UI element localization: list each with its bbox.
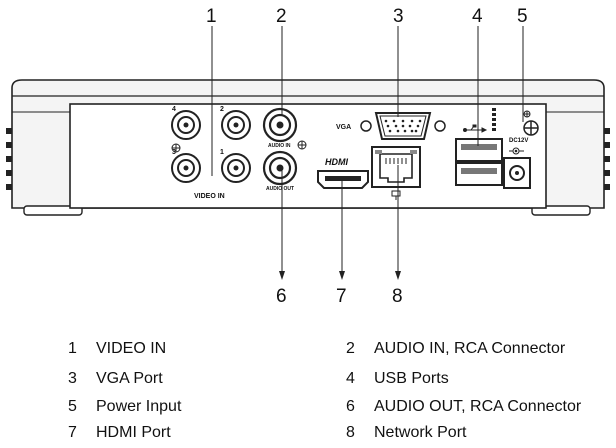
legend-number: 4 xyxy=(346,370,355,387)
network-symbol-icon xyxy=(391,190,401,200)
audio-in-connector: AUDIO IN xyxy=(262,107,298,149)
hdmi-port: HDMI xyxy=(317,157,369,189)
bnc-connector xyxy=(171,110,201,140)
legend-label: AUDIO OUT, RCA Connector xyxy=(374,398,582,415)
legend-number: 5 xyxy=(68,398,77,415)
audio-out-label: AUDIO OUT xyxy=(266,186,294,192)
legend-label: AUDIO IN, RCA Connector xyxy=(374,340,566,357)
legend-item: 1 VIDEO IN xyxy=(68,340,166,358)
video-in-label: VIDEO IN xyxy=(194,193,225,200)
ground-screw-icon xyxy=(297,140,307,150)
legend-item: 6 AUDIO OUT, RCA Connector xyxy=(346,398,581,416)
usb-icon xyxy=(463,124,488,133)
video-in-group: 4 2 3 1 VIDEO IN xyxy=(171,106,251,200)
right-vents xyxy=(604,128,610,190)
audio-in-label: AUDIO IN xyxy=(268,143,291,149)
callout-2: 2 xyxy=(276,6,287,27)
ground-symbol-icon xyxy=(171,143,181,153)
legend-number: 7 xyxy=(68,424,77,441)
polarity-icon xyxy=(509,147,524,155)
network-port xyxy=(371,146,421,200)
legend-item: 2 AUDIO IN, RCA Connector xyxy=(346,340,565,358)
power-ground-screw-icon xyxy=(523,110,539,136)
bnc-label-3: 3 xyxy=(172,149,176,156)
legend-item: 3 VGA Port xyxy=(68,370,163,388)
bnc-connector xyxy=(221,110,251,140)
callout-3: 3 xyxy=(393,6,404,27)
legend-number: 3 xyxy=(68,370,77,387)
legend-item: 4 USB Ports xyxy=(346,370,449,388)
callout-7: 7 xyxy=(336,286,347,307)
callout-6: 6 xyxy=(276,286,287,307)
callout-5: 5 xyxy=(517,6,528,27)
legend-label: VGA Port xyxy=(96,370,163,387)
legend-item: 5 Power Input xyxy=(68,398,181,416)
left-vents xyxy=(6,128,12,190)
bnc-label-2: 2 xyxy=(220,106,224,113)
bnc-label-4: 4 xyxy=(172,106,176,113)
vga-port: VGA xyxy=(336,112,446,140)
usb-ports xyxy=(455,108,503,186)
power-input: DC12V xyxy=(503,110,539,189)
legend-label: USB Ports xyxy=(374,370,449,387)
legend-item: 8 Network Port xyxy=(346,424,466,442)
fade-overlay xyxy=(500,418,616,448)
legend-number: 1 xyxy=(68,340,77,357)
bnc-connector xyxy=(171,153,201,183)
dc-label: DC12V xyxy=(509,138,528,144)
legend-number: 6 xyxy=(346,398,355,415)
legend-label: Power Input xyxy=(96,398,182,415)
leader-arrows xyxy=(279,271,401,280)
leader-lines xyxy=(211,26,524,272)
foot-left xyxy=(23,205,83,216)
bnc-connector xyxy=(221,153,251,183)
legend-label: Network Port xyxy=(374,424,467,441)
legend-number: 2 xyxy=(346,340,355,357)
callout-1: 1 xyxy=(206,6,217,27)
audio-out-connector: AUDIO OUT xyxy=(262,150,298,192)
callout-4: 4 xyxy=(472,6,483,27)
rear-panel-diagram: 4 2 3 1 VIDEO IN AUDIO IN AUDIO OUT VGA xyxy=(6,6,610,307)
legend-label: VIDEO IN xyxy=(96,340,167,357)
callout-8: 8 xyxy=(392,286,403,307)
legend-item: 7 HDMI Port xyxy=(68,424,171,442)
legend-label: HDMI Port xyxy=(96,424,171,441)
vga-label: VGA xyxy=(336,124,351,131)
legend: 1 VIDEO IN 2 AUDIO IN, RCA Connector 3 VGA … xyxy=(0,334,616,448)
usb-separator xyxy=(492,108,496,131)
bnc-label-1: 1 xyxy=(220,149,224,156)
legend-number: 8 xyxy=(346,424,355,441)
hdmi-label: HDMI xyxy=(325,157,348,167)
